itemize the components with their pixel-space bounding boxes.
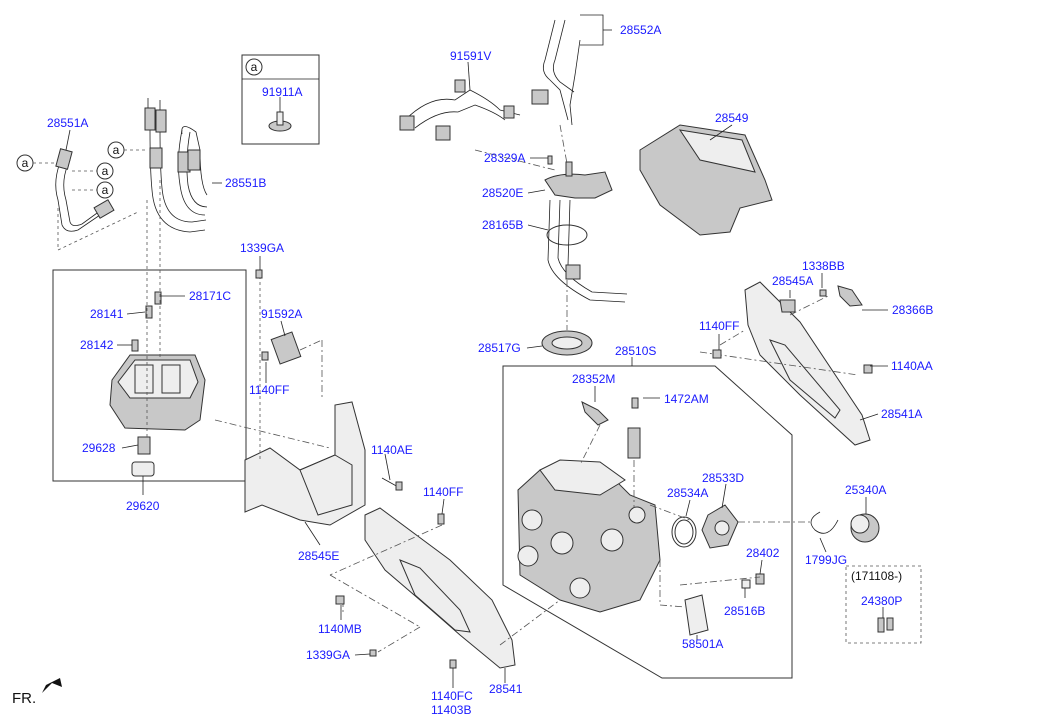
callout-a-3: a: [102, 183, 109, 197]
label-28516b: 28516B: [724, 604, 765, 618]
label-28402: 28402: [746, 546, 780, 560]
label-28552a: 28552A: [620, 23, 661, 37]
label-28142: 28142: [80, 338, 114, 352]
label-1140ff-c: 1140FF: [423, 485, 463, 499]
front-arrow: [42, 678, 62, 693]
label-1338bb: 1338BB: [802, 259, 845, 273]
label-28545a: 28545A: [772, 274, 813, 288]
leader-lines: [65, 14, 888, 688]
pump-cover: [639, 124, 773, 236]
label-28545e: 28545E: [298, 549, 339, 563]
label-1472am: 1472AM: [664, 392, 709, 406]
label-28541a: 28541A: [881, 407, 922, 421]
label-28517g: 28517G: [478, 341, 521, 355]
label-28549: 28549: [715, 111, 749, 125]
label-91591v: 91591V: [450, 49, 491, 63]
label-1140aa: 1140AA: [891, 359, 933, 373]
label-58501a: 58501A: [682, 637, 723, 651]
label-28551b: 28551B: [225, 176, 266, 190]
reference-box-a: a: [241, 54, 320, 145]
part-labels: 28552A 91591V 91911A 28549 28551A 28551B…: [12, 23, 933, 717]
label-28551a: 28551A: [47, 116, 88, 130]
label-91911a: 91911A: [262, 85, 302, 99]
filler-neck-parts: [649, 504, 880, 636]
label-28541: 28541: [489, 682, 523, 696]
key-option-box: [845, 565, 922, 644]
fuel-pump-assembly: [399, 19, 628, 356]
label-28165b: 28165B: [482, 218, 523, 232]
label-1799jg: 1799JG: [805, 553, 847, 567]
label-28329a: 28329A: [484, 151, 525, 165]
label-11403b: 11403B: [431, 703, 471, 717]
callout-bubbles: a a a a: [16, 141, 146, 199]
label-28171c: 28171C: [189, 289, 231, 303]
callout-a-2: a: [102, 164, 109, 178]
label-28533d: 28533D: [702, 471, 744, 485]
label-1140fc: 1140FC: [431, 689, 473, 703]
label-24380p: 24380P: [861, 594, 902, 608]
label-91592a: 91592A: [261, 307, 302, 321]
label-1140ff-b: 1140FF: [699, 319, 739, 333]
breather-hoses: [55, 98, 208, 233]
label-1140mb: 1140MB: [318, 622, 362, 636]
left-heat-shield: [329, 507, 561, 669]
label-fr: FR.: [12, 690, 36, 707]
canister-bracket: [214, 269, 403, 526]
label-1339ga-bot: 1339GA: [306, 648, 350, 662]
label-28510s: 28510S: [615, 344, 656, 358]
label-29620: 29620: [126, 499, 160, 513]
label-29628: 29628: [82, 441, 116, 455]
right-heat-shield: [699, 281, 873, 446]
label-1339ga-top: 1339GA: [240, 241, 284, 255]
callout-a-1: a: [22, 156, 29, 170]
label-28141: 28141: [90, 307, 124, 321]
label-25340a: 25340A: [845, 483, 886, 497]
label-171108: (171108-): [851, 569, 902, 583]
label-28520e: 28520E: [482, 186, 523, 200]
label-28534a: 28534A: [667, 486, 708, 500]
label-28352m: 28352M: [572, 372, 615, 386]
fuel-tank-box: [502, 365, 793, 679]
label-1140ae: 1140AE: [371, 443, 413, 457]
label-28366b: 28366B: [892, 303, 933, 317]
canister-box: [52, 180, 247, 482]
label-1140ff-a: 1140FF: [249, 383, 289, 397]
callout-a-box: a: [251, 60, 258, 74]
callout-a-4: a: [113, 143, 120, 157]
